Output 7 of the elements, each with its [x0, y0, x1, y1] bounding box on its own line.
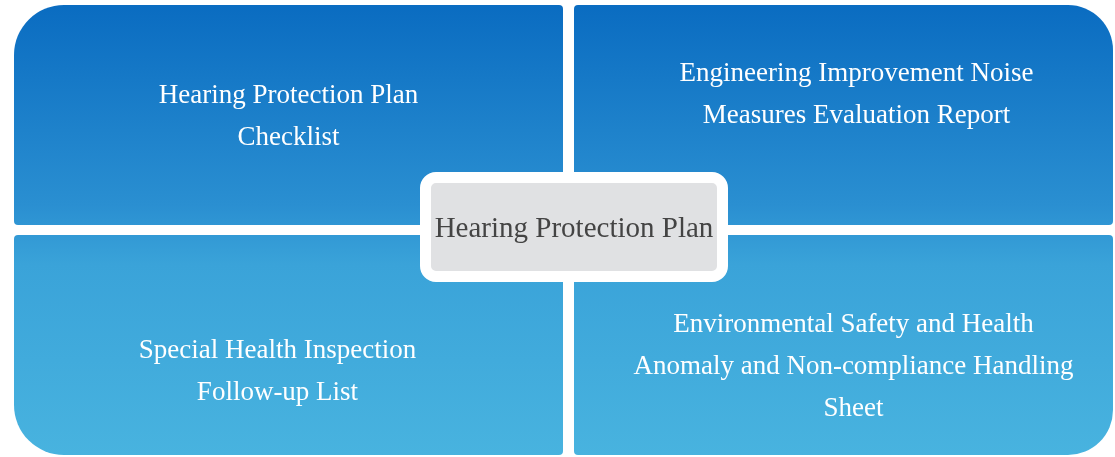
- node-label: Special Health Inspection Follow-up List: [137, 333, 418, 408]
- node-label: Engineering Improvement Noise Measures Evaluation Report: [678, 55, 1035, 131]
- node-label: Hearing Protection Plan: [434, 210, 714, 245]
- node-label: Environmental Safety and Health Anomaly and Non-compliance Handling Sheet: [632, 307, 1075, 424]
- center-box: [420, 172, 728, 282]
- quadrant-panel: [574, 235, 1113, 455]
- node-label: Hearing Protection Plan Checklist: [157, 78, 420, 153]
